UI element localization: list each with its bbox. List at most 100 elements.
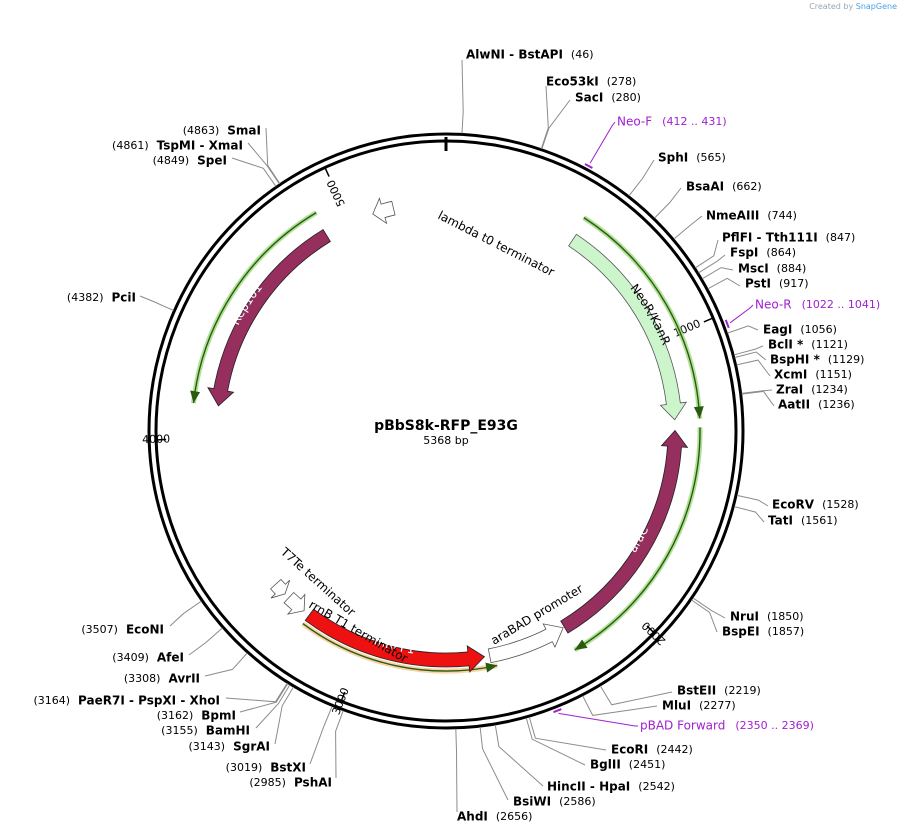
orf-arcs [190,210,704,674]
primer-neo-f[interactable]: Neo-F(412 .. 431) [617,115,727,129]
enzyme-name: AlwNI - BstAPI [466,48,563,62]
enzyme-name: SpeI [197,154,227,168]
orf-line [574,427,701,651]
enzyme-name: PshAI [294,776,332,790]
enzyme-site-avrii[interactable]: AvrII(3308) [124,672,200,686]
enzyme-position: (884) [777,262,807,275]
enzyme-name: EagI [763,323,792,337]
tick-label: 4000 [142,432,170,446]
plasmid-name: pBbS8k-RFP_E93G [374,418,518,434]
enzyme-site-mlui[interactable]: MluI(2277) [662,699,736,713]
enzyme-site-bamhi[interactable]: BamHI(3155) [161,724,250,738]
enzyme-site-hincii-hpai[interactable]: HincII - HpaI(2542) [547,780,675,794]
enzyme-site-pshai[interactable]: PshAI(2985) [249,776,332,790]
enzyme-leader [255,684,291,729]
enzyme-site-xcmi[interactable]: XcmI(1151) [774,368,852,382]
primer-neo-r[interactable]: Neo-R(1022 .. 1041) [755,298,880,312]
primer-mark [724,319,730,329]
primer-range: (1022 .. 1041) [802,298,881,311]
enzyme-position: (3019) [226,761,263,774]
enzyme-name: AfeI [157,651,184,665]
enzyme-leader [654,187,682,219]
enzyme-site-bsiwi[interactable]: BsiWI(2586) [513,795,596,809]
enzyme-leader [274,686,294,745]
enzyme-site-sgrai[interactable]: SgrAI(3143) [189,740,270,754]
enzyme-site-bspei[interactable]: BspEI(1857) [722,625,804,639]
enzyme-site-psti[interactable]: PstI(917) [745,277,809,291]
enzyme-position: (2656) [496,810,533,823]
enzyme-site-ecori[interactable]: EcoRI (2442) [611,743,693,757]
enzyme-site-sphi[interactable]: SphI(565) [658,151,726,165]
enzyme-leader [628,159,655,197]
enzyme-leader [698,254,726,274]
enzyme-site-msci[interactable]: MscI (884) [738,262,806,276]
enzyme-site-tspmi-xmai[interactable]: TspMI - XmaI(4861) [112,139,243,153]
enzyme-position: (1857) [768,625,805,638]
enzyme-position: (278) [607,75,637,88]
enzyme-position: (1121) [811,338,848,351]
feature-arabad-promoter [487,623,564,664]
enzyme-name: BclI * [768,338,804,352]
enzyme-leader [239,683,289,713]
enzyme-position: (4849) [153,154,190,167]
restriction-sites: AlwNI - BstAPI (46) Eco53kI (278) SacI(280) S… [33,48,864,824]
feature-rrnb-t1-terminator [283,591,306,615]
enzyme-name: Eco53kI [546,75,599,89]
enzyme-site-nmeaiii[interactable]: NmeAIII(744) [706,209,797,223]
enzyme-name: MscI [738,262,769,276]
enzyme-site-bstxi[interactable]: BstXI (3019) [226,761,306,775]
enzyme-name: EcoRI [611,743,648,757]
enzyme-position: (917) [779,277,809,290]
enzyme-name: AatII [778,398,810,412]
enzyme-site-alwni-bstapi[interactable]: AlwNI - BstAPI (46) [466,48,594,62]
enzyme-position: (3308) [124,672,161,685]
enzyme-site-bcli[interactable]: BclI * (1121) [768,338,848,352]
enzyme-leader [727,325,759,334]
enzyme-site-saci[interactable]: SacI(280) [575,91,641,105]
enzyme-leader [525,717,586,766]
enzyme-leader [707,277,741,290]
enzyme-position: (3143) [189,740,226,753]
snapgene-watermark: Created by SnapGene [809,2,897,11]
enzyme-position: (2586) [559,795,596,808]
enzyme-site-pflfi-tth111i[interactable]: PflFI - Tth111I(847) [722,231,855,245]
enzyme-site-afei[interactable]: AfeI(3409) [112,651,184,665]
enzyme-site-bsphi[interactable]: BspHI *(1129) [770,353,864,367]
enzyme-leader [741,390,775,407]
enzyme-site-zrai[interactable]: ZraI(1234) [776,383,848,397]
enzyme-site-bsteii[interactable]: BstEII(2219) [677,684,761,698]
primer-leader [589,121,616,164]
enzyme-position: (2442) [656,743,693,756]
enzyme-site-eco53ki[interactable]: Eco53kI (278) [546,75,636,89]
enzyme-site-bpmi[interactable]: BpmI(3162) [157,709,236,723]
enzyme-leader [455,728,458,813]
enzyme-leader [736,494,769,507]
enzyme-site-bsaai[interactable]: BsaAI(662) [686,180,762,194]
enzyme-site-spei[interactable]: SpeI (4849) [153,154,227,168]
enzyme-position: (46) [571,48,594,61]
enzyme-position: (1561) [801,514,838,527]
tick-mark [340,691,346,702]
enzyme-site-ahdi[interactable]: AhdI(2656) [457,810,532,824]
enzyme-site-bglii[interactable]: BglII(2451) [590,758,665,772]
enzyme-site-econi[interactable]: EcoNI(3507) [81,623,164,637]
enzyme-name: HincII - HpaI [547,780,630,794]
enzyme-name: BstXI [270,761,306,775]
enzyme-site-smai[interactable]: SmaI(4863) [183,124,261,138]
enzyme-site-pcii[interactable]: PciI(4382) [67,291,136,305]
tick-mark [703,317,714,323]
enzyme-leader [461,59,464,134]
enzyme-site-fspi[interactable]: FspI(864) [730,246,796,260]
enzyme-site-nrui[interactable]: NruI(1850) [730,610,804,624]
primer-name: Neo-F [617,115,652,129]
enzyme-site-tati[interactable]: TatI(1561) [768,514,838,528]
primer-pbad-forward[interactable]: pBAD Forward(2350 .. 2369) [640,719,814,733]
enzyme-site-aatii[interactable]: AatII(1236) [778,398,855,412]
enzyme-name: BstEII [677,684,716,698]
orf-arrowhead [190,390,201,404]
enzyme-site-eagi[interactable]: EagI(1056) [763,323,837,337]
primer-mark [553,708,562,714]
enzyme-site-paer7i-pspxi-xhoi[interactable]: PaeR7I - PspXI - XhoI(3164) [33,694,220,708]
enzyme-site-ecorv[interactable]: EcoRV(1528) [772,498,859,512]
